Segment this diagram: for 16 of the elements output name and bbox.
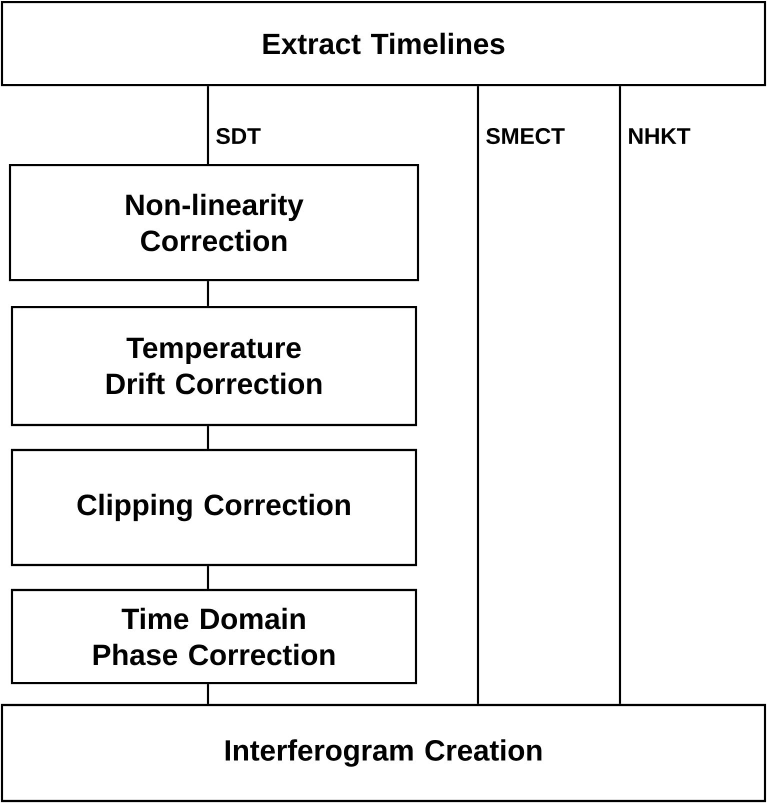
connector-line — [206, 684, 210, 704]
process-box: Time Domain Phase Correction — [10, 588, 418, 684]
process-box: Extract Timelines — [0, 0, 766, 86]
edge-label: SMECT — [484, 126, 566, 146]
edge-label: NHKT — [626, 126, 692, 146]
connector-line — [206, 86, 210, 164]
process-box: Interferogram Creation — [0, 704, 766, 802]
edge-label: SDT — [214, 126, 262, 146]
connector-line — [206, 566, 210, 589]
connector-line — [618, 86, 622, 704]
connector-line — [206, 426, 210, 449]
process-box: Temperature Drift Correction — [10, 306, 418, 426]
process-box: Non-linearity Correction — [8, 164, 420, 282]
connector-line — [476, 86, 480, 704]
connector-line — [206, 281, 210, 306]
process-box: Clipping Correction — [10, 448, 418, 566]
